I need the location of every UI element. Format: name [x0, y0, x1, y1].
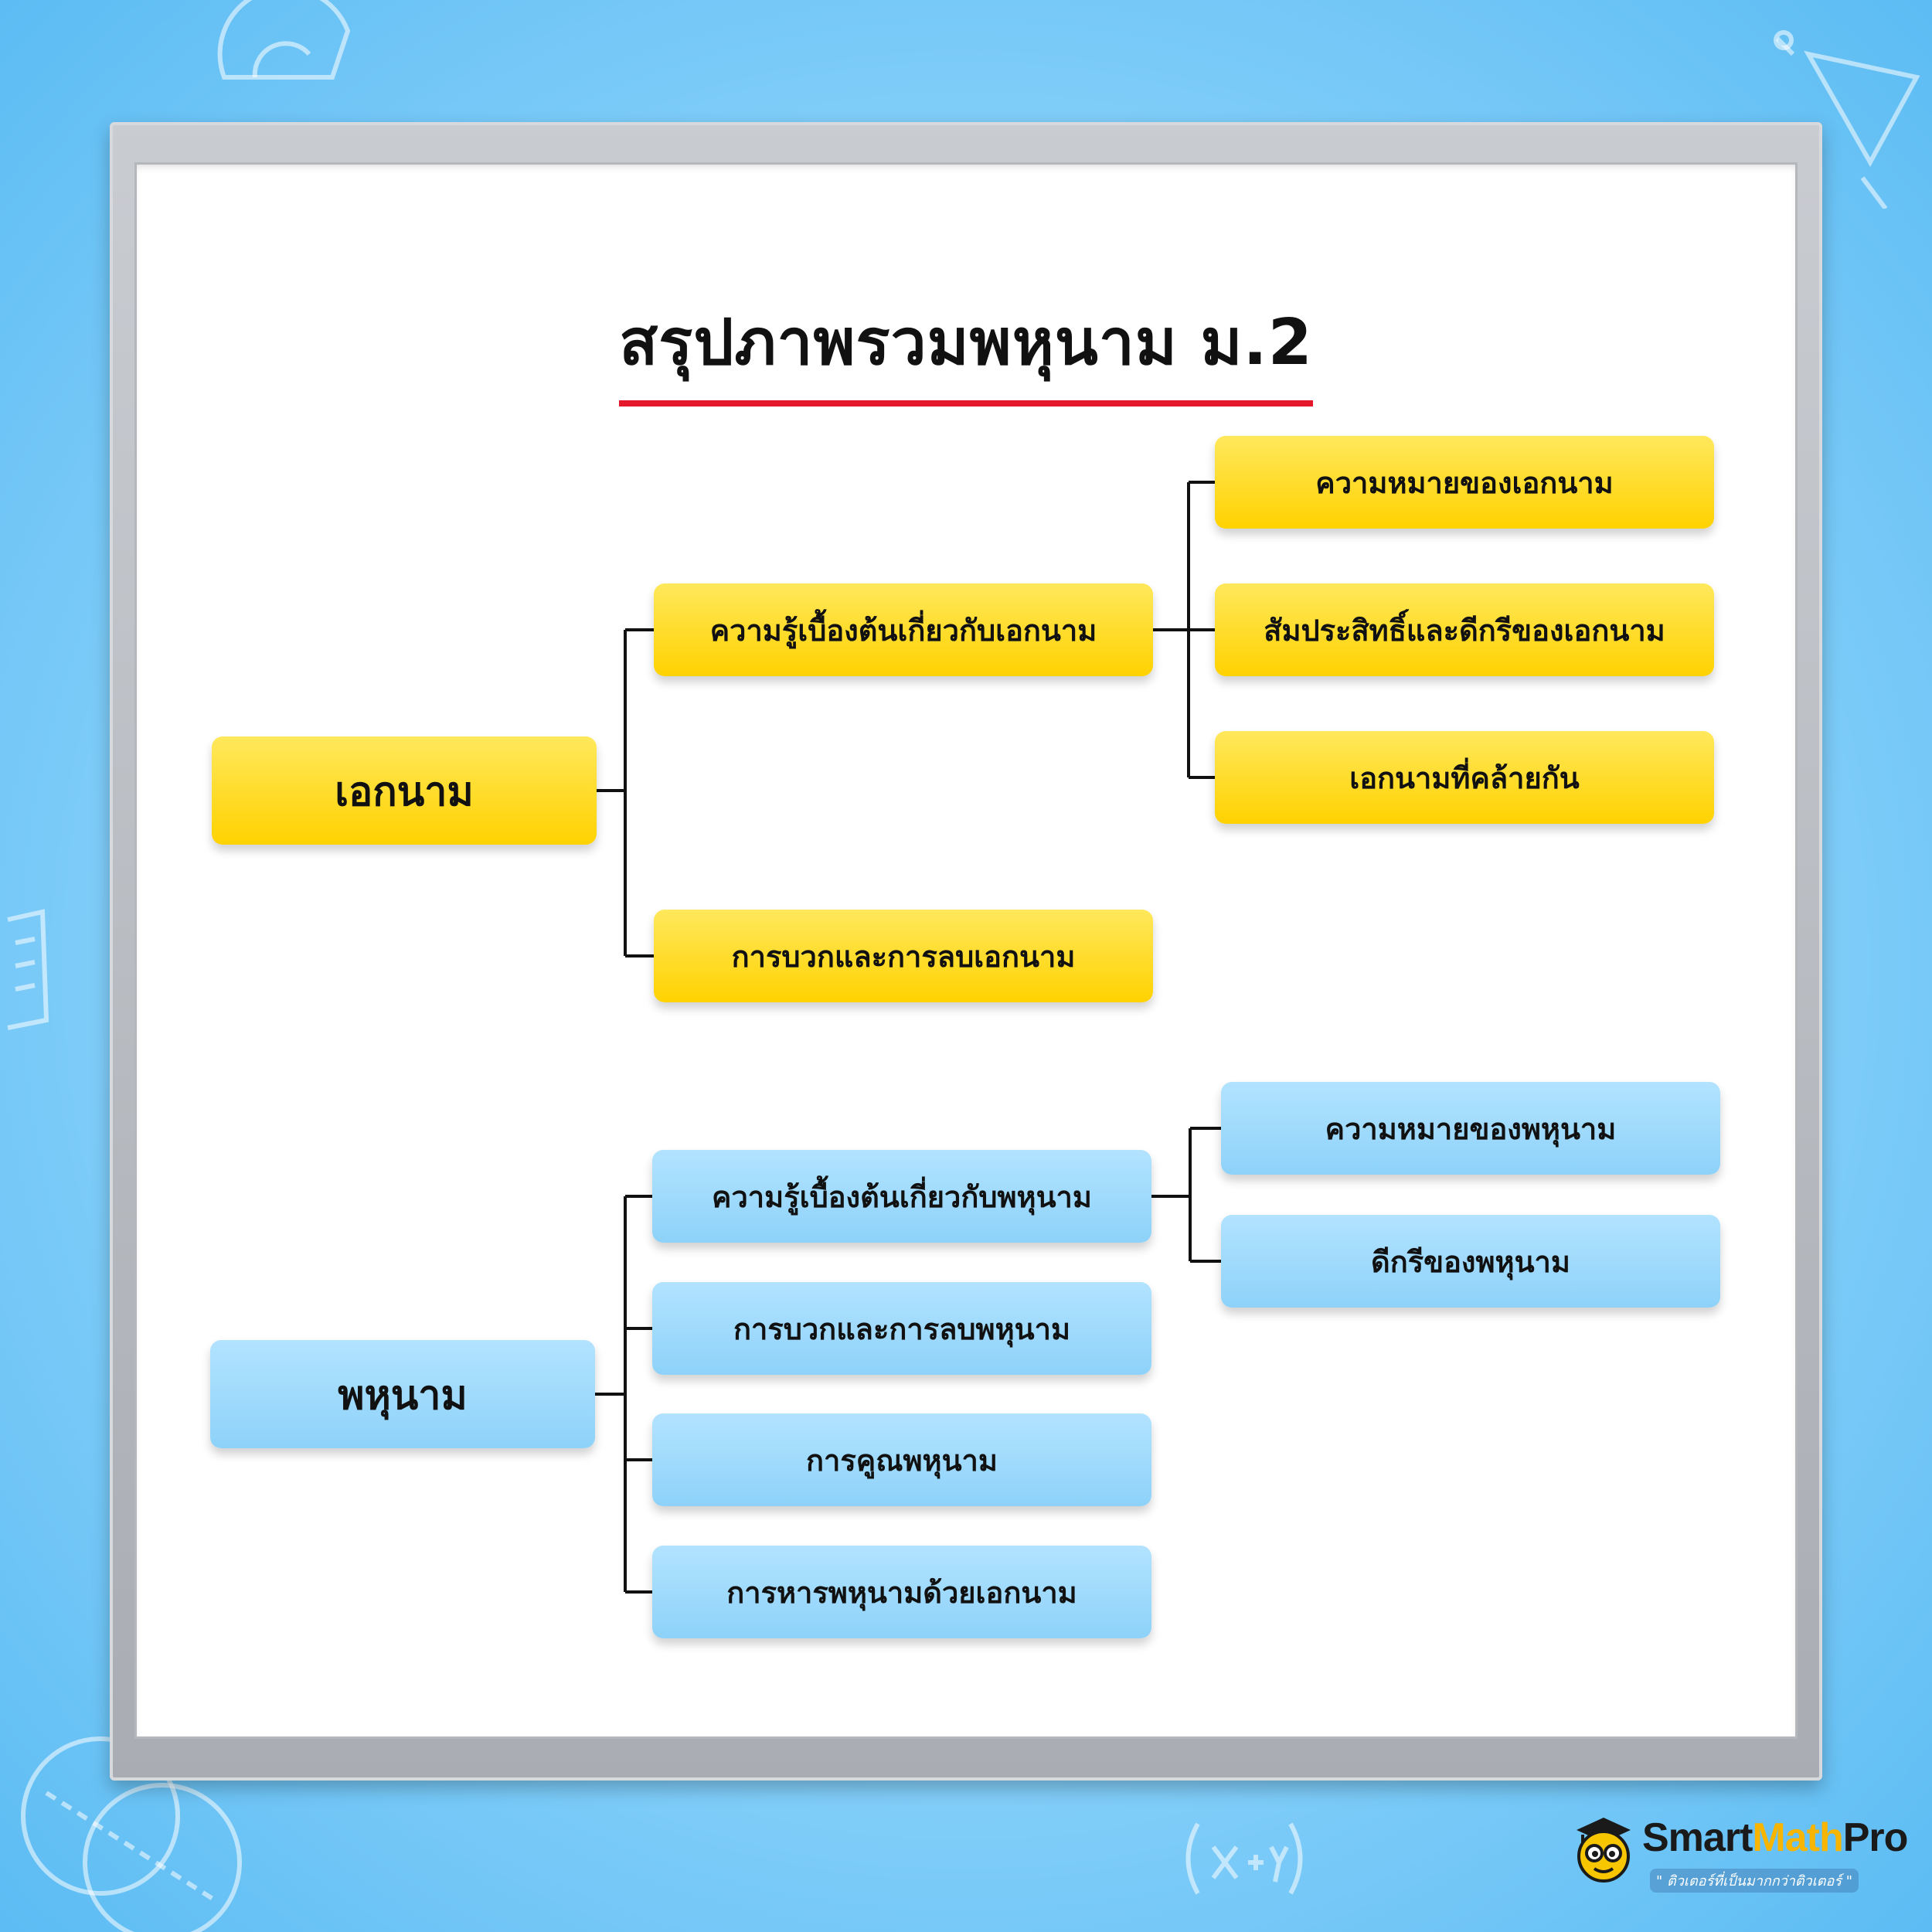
polynomial-basics-label: ความรู้เบื้องต้นเกี่ยวกับพหุนาม [712, 1179, 1092, 1214]
triangle-ruler-doodle [1774, 30, 1920, 209]
tree-connectors [595, 481, 1221, 1594]
whiteboard: สรุปภาพรวมพหุนาม ม.2 [134, 162, 1798, 1739]
xy-doodle [1185, 1822, 1303, 1895]
logo-wordmark: SmartMathPro [1642, 1815, 1908, 1860]
polynomial-root-node: พหุนาม [210, 1340, 595, 1448]
monomial-coefficient-degree-label: สัมประสิทธิ์และดีกรีของเอกนาม [1264, 613, 1665, 648]
monomial-root-node: เอกนาม [212, 736, 597, 845]
monomial-basics-label: ความรู้เบื้องต้นเกี่ยวกับเอกนาม [709, 613, 1097, 648]
polynomial-degree-label: ดีกรีของพหุนาม [1371, 1244, 1570, 1279]
monomial-add-sub-node: การบวกและการลบเอกนาม [654, 910, 1153, 1002]
monomial-basics-node: ความรู้เบื้องต้นเกี่ยวกับเอกนาม [654, 583, 1153, 676]
mascot-icon [1577, 1818, 1631, 1883]
page-title: สรุปภาพรวมพหุนาม ม.2 [134, 292, 1798, 406]
monomial-like-terms-node: เอกนามที่คล้ายกัน [1215, 731, 1714, 824]
monomial-meaning-node: ความหมายของเอกนาม [1215, 436, 1714, 529]
monomial-add-sub-label: การบวกและการลบเอกนาม [731, 939, 1076, 974]
polynomial-meaning-label: ความหมายของพหุนาม [1325, 1111, 1617, 1146]
ruler-doodle [7, 909, 49, 1030]
circles-doodle [21, 1736, 242, 1932]
polynomial-root-label: พหุนาม [338, 1372, 468, 1419]
monomial-meaning-label: ความหมายของเอกนาม [1315, 465, 1614, 500]
protractor-doodle [217, 0, 351, 80]
polynomial-multiply-label: การคูณพหุนาม [806, 1443, 998, 1478]
logo-tagline: " ติวเตอร์ที่เป็นมากกว่าติวเตอร์ " [1650, 1869, 1859, 1893]
polynomial-basics-node: ความรู้เบื้องต้นเกี่ยวกับพหุนาม [652, 1150, 1151, 1243]
polynomial-multiply-node: การคูณพหุนาม [652, 1413, 1151, 1506]
polynomial-meaning-node: ความหมายของพหุนาม [1221, 1082, 1720, 1175]
monomial-coefficient-degree-node: สัมประสิทธิ์และดีกรีของเอกนาม [1215, 583, 1714, 676]
polynomial-add-sub-label: การบวกและการลบพหุนาม [733, 1311, 1071, 1346]
polynomial-add-sub-node: การบวกและการลบพหุนาม [652, 1282, 1151, 1375]
whiteboard-frame: สรุปภาพรวมพหุนาม ม.2 [110, 122, 1822, 1781]
monomial-like-terms-label: เอกนามที่คล้ายกัน [1349, 760, 1580, 795]
polynomial-degree-node: ดีกรีของพหุนาม [1221, 1215, 1720, 1308]
polynomial-divide-node: การหารพหุนามด้วยเอกนาม [652, 1546, 1151, 1638]
monomial-root-label: เอกนาม [335, 768, 474, 815]
polynomial-divide-label: การหารพหุนามด้วยเอกนาม [726, 1575, 1077, 1610]
smartmathpro-logo: SmartMathPro " ติวเตอร์ที่เป็นมากกว่าติว… [1569, 1808, 1908, 1901]
